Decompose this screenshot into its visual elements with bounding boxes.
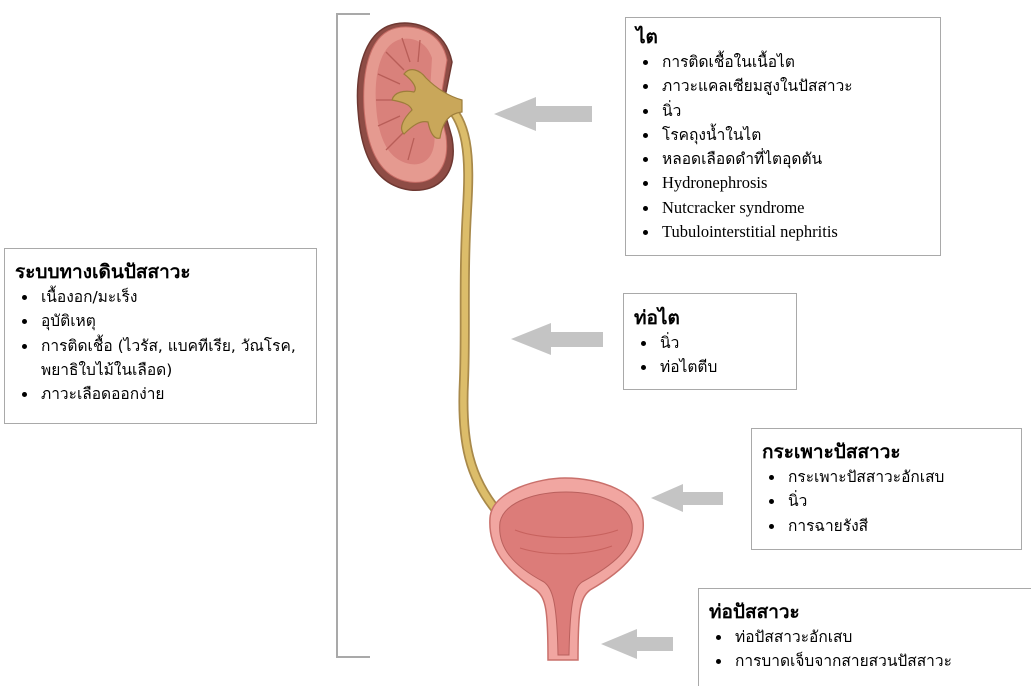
urethra-arrow — [601, 629, 673, 659]
ureter-box-title: ท่อไต — [634, 306, 787, 330]
ureter-box: ท่อไต นิ่ว ท่อไตตีบ — [623, 293, 797, 390]
urethra-box: ท่อปัสสาวะ ท่อปัสสาวะอักเสบ การบาดเจ็บจา… — [698, 588, 1031, 686]
left-box-title: ระบบทางเดินปัสสาวะ — [15, 260, 306, 284]
list-item: กระเพาะปัสสาวะอักเสบ — [788, 465, 1012, 489]
list-item: การติดเชื้อในเนื้อไต — [662, 50, 931, 74]
list-item: Hydronephrosis — [662, 171, 931, 195]
list-item: ท่อไตตีบ — [660, 355, 787, 379]
bladder-illustration — [490, 478, 643, 660]
left-box: ระบบทางเดินปัสสาวะ เนื้องอก/มะเร็ง อุบัต… — [4, 248, 317, 424]
list-item: การติดเชื้อ (ไวรัส, แบคทีเรีย, วัณโรค, พ… — [41, 334, 301, 383]
list-item: นิ่ว — [662, 99, 931, 123]
urethra-box-title: ท่อปัสสาวะ — [709, 600, 1027, 624]
list-item: ภาวะเลือดออกง่าย — [41, 382, 306, 406]
list-item: การบาดเจ็บจากสายสวนปัสสาวะ — [735, 649, 1027, 673]
kidney-illustration — [357, 23, 462, 190]
list-item: ท่อปัสสาวะอักเสบ — [735, 625, 1027, 649]
bladder-box-title: กระเพาะปัสสาวะ — [762, 440, 1012, 464]
list-item: Tubulointerstitial nephritis — [662, 220, 931, 244]
bladder-arrow — [651, 484, 723, 512]
list-item: Nutcracker syndrome — [662, 196, 931, 220]
ureter-arrow — [511, 323, 603, 355]
list-item: การฉายรังสี — [788, 514, 1012, 538]
list-item: นิ่ว — [660, 331, 787, 355]
bladder-box: กระเพาะปัสสาวะ กระเพาะปัสสาวะอักเสบ นิ่ว… — [751, 428, 1022, 550]
list-item: นิ่ว — [788, 489, 1012, 513]
kidney-box-title: ไต — [636, 25, 931, 49]
list-item: อุบัติเหตุ — [41, 309, 306, 333]
kidney-arrow — [494, 97, 592, 131]
kidney-box: ไต การติดเชื้อในเนื้อไต ภาวะแคลเซียมสูงใ… — [625, 17, 941, 256]
list-item: โรคถุงน้ำในไต — [662, 123, 931, 147]
list-item: หลอดเลือดดำที่ไตอุดตัน — [662, 147, 931, 171]
list-item: ภาวะแคลเซียมสูงในปัสสาวะ — [662, 74, 931, 98]
list-item: เนื้องอก/มะเร็ง — [41, 285, 306, 309]
